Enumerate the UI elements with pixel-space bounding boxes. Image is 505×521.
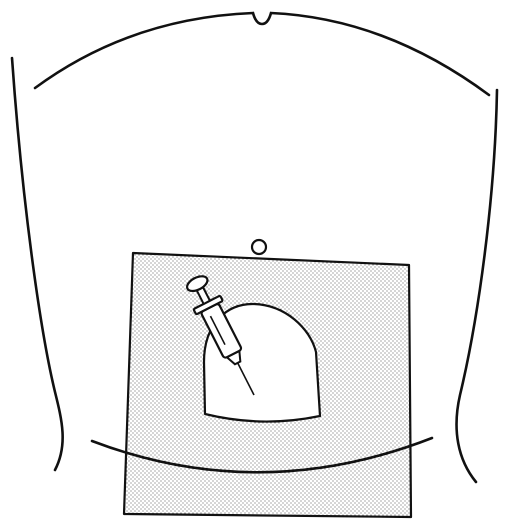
needle: [238, 363, 254, 395]
rib-cage-outline: [35, 13, 489, 95]
torso-right-outline: [457, 90, 497, 482]
sterile-drape: [124, 253, 411, 517]
navel-icon: [252, 240, 266, 254]
torso-left-outline: [12, 58, 63, 470]
